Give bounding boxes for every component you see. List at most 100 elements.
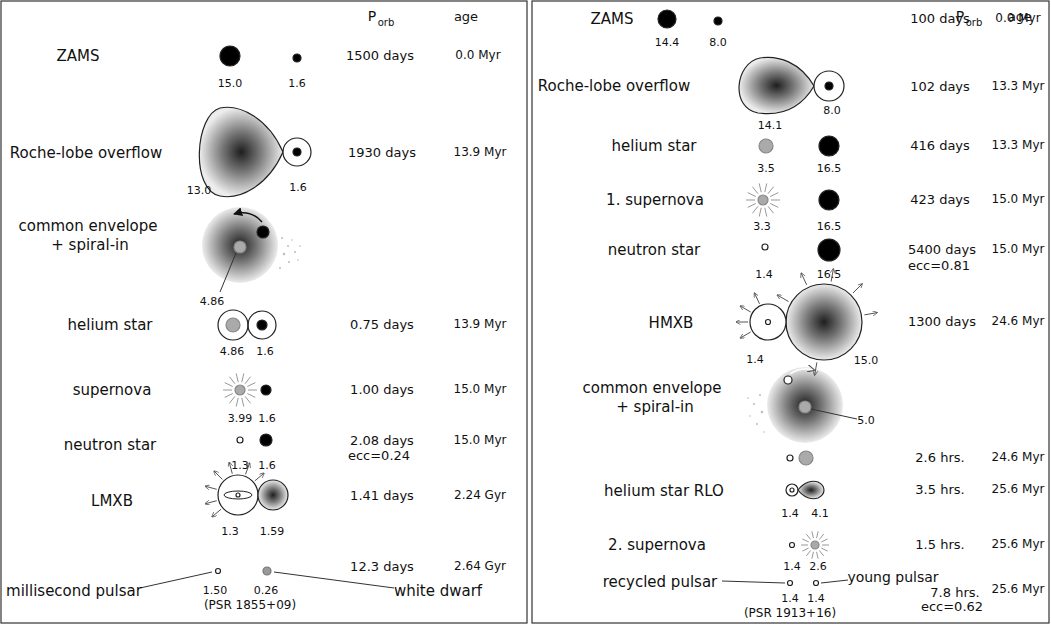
panel-frame xyxy=(532,1,1049,623)
stage-label: common envelope xyxy=(582,380,721,397)
burst-ray xyxy=(770,203,778,207)
burst-ray xyxy=(748,193,756,197)
value-text: 1.41 days xyxy=(350,489,414,503)
burst-ray xyxy=(248,390,257,391)
value-text: ecc=0.62 xyxy=(921,600,983,614)
emission-arrow xyxy=(740,332,750,338)
mass-value: 3.99 xyxy=(228,413,253,425)
burst-ray xyxy=(242,373,244,382)
mass-value: 1.59 xyxy=(260,526,285,538)
mass-value: 14.1 xyxy=(758,120,783,132)
burst-ray xyxy=(821,539,827,542)
value-text: 2.08 days xyxy=(350,434,414,448)
stage-label: HMXB xyxy=(649,315,694,332)
emission-arrow xyxy=(736,322,748,323)
stage-label: neutron star xyxy=(64,437,156,454)
burst-ray xyxy=(229,377,235,384)
value-text: 2.6 hrs. xyxy=(915,451,964,465)
stage-label: white dwarf xyxy=(394,583,482,600)
value-text: ecc=0.24 xyxy=(348,449,410,463)
mass-value: 1.4 xyxy=(807,593,825,605)
burst-ray xyxy=(247,383,255,387)
mass-value: 4.86 xyxy=(220,346,245,358)
emission-arrow xyxy=(214,471,222,479)
mass-value: 1.50 xyxy=(203,585,228,597)
burst-ray xyxy=(245,396,251,403)
mass-value: 5.0 xyxy=(857,415,875,427)
value-text: 102 days xyxy=(910,80,970,94)
stage-label: Roche-lobe overflow xyxy=(10,145,163,162)
mass-value: 8.0 xyxy=(823,105,841,117)
value-text: 15.0 Myr xyxy=(992,193,1045,206)
value-text: 1930 days xyxy=(348,146,416,160)
burst-ray xyxy=(819,550,823,555)
stage-label: helium star RLO xyxy=(604,483,724,500)
stage-label: millisecond pulsar xyxy=(6,583,142,600)
mass-value: 3.3 xyxy=(753,221,771,233)
value-text: 3.5 hrs. xyxy=(915,483,964,497)
value-text: 1300 days xyxy=(908,315,976,329)
mass-value: 1.4 xyxy=(781,593,799,605)
stage-label: Roche-lobe overflow xyxy=(538,78,691,95)
burst-ray xyxy=(819,534,823,539)
emission-arrow xyxy=(212,509,221,517)
mass-value: 0.26 xyxy=(254,585,279,597)
stage-label: P xyxy=(368,9,376,24)
value-text: 25.6 Myr xyxy=(992,583,1045,596)
mass-value: 16.5 xyxy=(817,163,842,175)
stage-label: ZAMS xyxy=(56,48,99,65)
burst-ray xyxy=(759,183,761,192)
mass-value: 1.4 xyxy=(783,561,801,573)
burst-ray xyxy=(225,383,233,387)
value-text: 25.6 Myr xyxy=(992,483,1045,496)
value-text: 1.00 days xyxy=(350,383,414,397)
emission-arrow xyxy=(815,362,817,375)
stage-label: + spiral-in xyxy=(616,399,693,416)
value-text: 100 days xyxy=(910,12,970,26)
stage-label: 1. supernova xyxy=(606,192,704,209)
burst-rays xyxy=(205,183,877,558)
value-text: age xyxy=(454,10,478,24)
value-text: 25.6 Myr xyxy=(992,538,1045,551)
burst-ray xyxy=(806,534,810,539)
burst-ray xyxy=(812,531,814,538)
mass-value: 1.6 xyxy=(256,346,274,358)
emission-arrow xyxy=(754,293,759,304)
burst-ray xyxy=(752,187,758,194)
value-text: 13.3 Myr xyxy=(992,80,1045,93)
stage-label: common envelope xyxy=(18,218,157,235)
mass-value: 15.0 xyxy=(854,355,879,367)
burst-ray xyxy=(802,539,808,542)
burst-ray xyxy=(765,208,767,217)
mass-value: 3.5 xyxy=(757,163,775,175)
value-text: 13.3 Myr xyxy=(992,139,1045,152)
stage-label: neutron star xyxy=(608,242,700,259)
value-text: 2.64 Gyr xyxy=(454,560,506,573)
emission-arrow xyxy=(853,284,862,293)
burst-ray xyxy=(748,203,756,207)
value-text: 1.5 hrs. xyxy=(915,538,964,552)
value-text: (PSR 1855+09) xyxy=(204,599,296,612)
mass-value: 8.0 xyxy=(709,37,727,49)
stage-label: young pulsar xyxy=(847,570,938,585)
stage-label: helium star xyxy=(67,317,152,334)
burst-ray xyxy=(771,200,780,201)
emission-arrow xyxy=(255,473,264,481)
value-text: 15.0 Myr xyxy=(992,243,1045,256)
burst-ray xyxy=(768,206,774,213)
burst-ray xyxy=(236,398,238,407)
burst-ray xyxy=(765,183,767,192)
mass-value: 15.0 xyxy=(218,78,243,90)
mass-value: 1.4 xyxy=(746,354,764,366)
emission-arrow xyxy=(205,486,217,489)
burst-ray xyxy=(229,396,235,403)
mass-value: 1.4 xyxy=(781,508,799,520)
mass-value: 1.4 xyxy=(755,269,773,281)
mass-value: 16.5 xyxy=(817,221,842,233)
mass-value: 1.3 xyxy=(221,526,239,538)
value-text: 1500 days xyxy=(346,49,414,63)
burst-ray xyxy=(817,531,819,538)
value-text: 24.6 Myr xyxy=(992,451,1045,464)
burst-ray xyxy=(759,208,761,217)
